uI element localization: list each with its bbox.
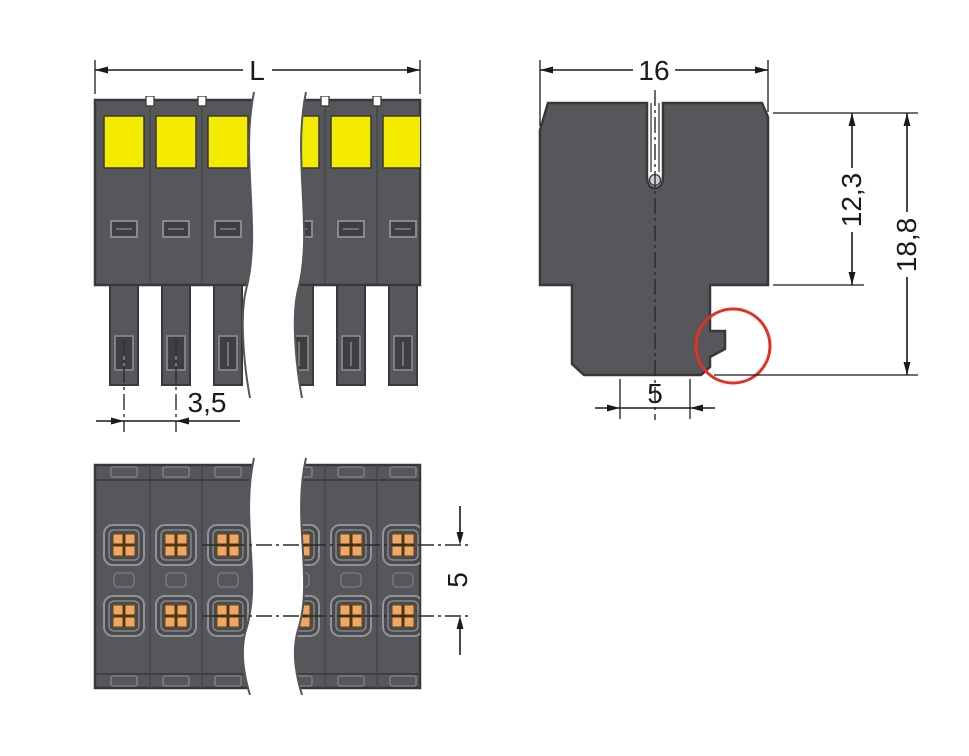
dimension-pin-field: 5 [595,378,715,419]
pin [388,284,418,386]
pushbutton [382,115,420,169]
contact-opening [103,595,145,637]
dim-label-row-pitch: 5 [442,572,473,588]
dimension-length-L: L [94,55,421,94]
pin-row [109,284,418,386]
latch-window [389,220,417,238]
break-line [241,457,307,696]
dim-label-length: L [249,55,265,86]
contact-opening [155,595,197,637]
front-view [93,91,422,399]
pin [336,284,366,386]
pushbutton [155,115,197,169]
dim-label-pin-field: 5 [647,378,663,409]
side-view [538,90,772,420]
latch-window [214,220,242,238]
break-line [241,91,307,399]
dim-label-width: 16 [638,55,669,86]
contact-opening [155,524,197,566]
contact-opening [103,524,145,566]
dimension-row-pitch: 5 [442,506,473,655]
dimension-total-height: 18,8 [714,113,922,376]
latch-window [337,220,365,238]
top-notches [145,96,382,107]
dim-label-upper-height: 12,3 [836,173,867,228]
pushbutton [207,115,249,169]
side-housing [538,101,770,377]
bottom-view [93,457,472,696]
latch-window [110,220,138,238]
contact-opening [207,595,249,637]
detail-highlight-circle [694,307,772,385]
pushbutton [103,115,145,169]
dim-label-total-height: 18,8 [891,218,922,273]
pushbutton [330,115,372,169]
dimension-width-16: 16 [539,55,769,126]
dimension-upper-height: 12,3 [773,112,918,286]
latch-window [162,220,190,238]
dim-label-pitch: 3,5 [188,387,227,418]
dimension-pitch: 3,5 [96,340,240,432]
dimensions: L 3,5 16 12,3 [94,55,922,655]
pin [213,284,243,386]
